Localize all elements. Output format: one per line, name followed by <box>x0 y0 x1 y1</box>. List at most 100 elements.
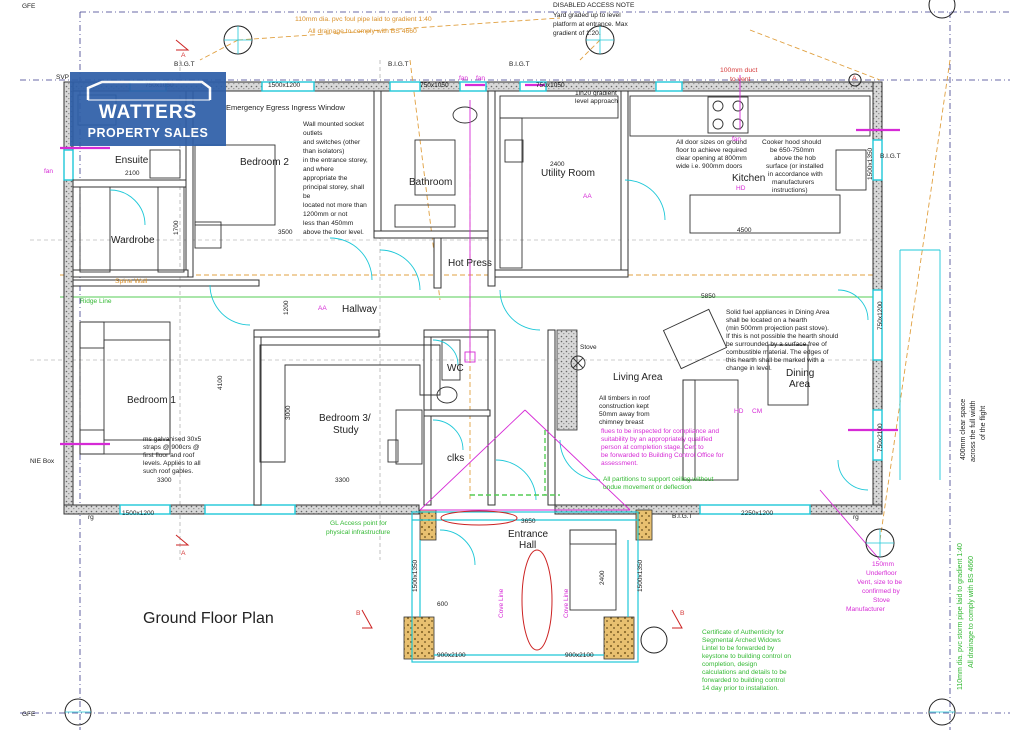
svg-text:calculations and details to be: calculations and details to be <box>702 669 787 676</box>
svg-text:50mm away from: 50mm away from <box>599 411 650 418</box>
duct-note-2: to vent <box>730 76 751 83</box>
chimney-breast <box>556 329 578 431</box>
svg-text:manufacturers: manufacturers <box>772 179 815 186</box>
svg-text:and switches (other: and switches (other <box>303 139 361 146</box>
hd-tag-2: HD <box>734 408 744 415</box>
svg-text:less than 450mm: less than 450mm <box>303 220 354 227</box>
socket-note: Wall mounted socket outlets and switches… <box>303 121 368 236</box>
aa-tag-1: AA <box>583 193 592 200</box>
guide-lines <box>30 60 880 560</box>
svg-text:(min 500mm projection past sto: (min 500mm projection past stove). <box>726 325 829 332</box>
svg-text:If this is not possible the he: If this is not possible the hearth shoul… <box>726 333 838 340</box>
dim-bed3-depth: 3000 <box>285 405 292 420</box>
dim-hall-depth: 1200 <box>283 300 290 315</box>
svg-text:be 650-750mm: be 650-750mm <box>770 147 815 154</box>
svg-text:assessment.: assessment. <box>601 460 638 467</box>
room-label-bedroom2: Bedroom 2 <box>240 157 289 168</box>
dim-bed2-width: 3500 <box>278 229 293 236</box>
aa-tag-2: AA <box>318 305 327 312</box>
svg-text:Segmental Arched Widows: Segmental Arched Widows <box>702 637 781 644</box>
dim-door-left: 900x2100 <box>437 652 466 659</box>
svg-text:400mm clear space: 400mm clear space <box>960 399 967 460</box>
svg-text:instructions): instructions) <box>772 187 808 194</box>
svg-text:surface (or installed: surface (or installed <box>766 163 824 170</box>
svg-text:principal storey, shall: principal storey, shall <box>303 184 365 191</box>
section-markers <box>60 83 900 446</box>
gradient-note-1: 1in20 gradient <box>575 90 617 97</box>
rg-tag-2: rg <box>853 514 859 521</box>
room-label-bedroom1: Bedroom 1 <box>127 395 176 406</box>
svg-text:flues to be inspected for comp: flues to be inspected for compliance and <box>601 428 719 435</box>
svg-text:All drainage to comply with BS: All drainage to comply with BS 4660 <box>968 556 975 668</box>
svg-text:Wall mounted socket: Wall mounted socket <box>303 121 364 128</box>
svg-text:in the entrance storey,: in the entrance storey, <box>303 157 368 164</box>
svg-text:Lintel to be forwarded by: Lintel to be forwarded by <box>702 645 775 652</box>
access-note-4: gradient of 1:20. <box>553 30 601 37</box>
dim-kitchen-window: 1500x1350 <box>867 147 874 180</box>
svg-text:110mm dia. pvc storm pipe laid: 110mm dia. pvc storm pipe laid to gradie… <box>957 543 964 690</box>
drain-note-2: All drainage to comply with BS 4660 <box>308 28 417 35</box>
watters-logo: WATTERS PROPERTY SALES <box>70 72 226 146</box>
bigt-tag-4: B.I.G.T <box>880 153 901 160</box>
svg-text:appropriate the: appropriate the <box>303 175 348 182</box>
svg-text:located not more than: located not more than <box>303 202 367 209</box>
gradient-note-2: level approach <box>575 98 618 105</box>
dim-living-width: 5850 <box>701 293 716 300</box>
dim-porch-window-left: 1500x1350 <box>412 559 419 592</box>
straps-note: ms galvanised 30x5 straps @ 900crs @ fir… <box>143 436 202 475</box>
svg-text:above the hob: above the hob <box>774 155 816 162</box>
section-label-a1: A <box>181 52 186 59</box>
svg-text:be surrounded by a surface fre: be surrounded by a surface free of <box>726 341 827 348</box>
dim-porch-step: 600 <box>437 601 448 608</box>
ridge-line-label: Ridge Line <box>80 298 112 305</box>
certificate-note: Certificate of Authenticity for Segmenta… <box>702 629 791 692</box>
room-label-entrance-line1: Entrance <box>508 529 548 540</box>
svg-text:outlets: outlets <box>303 130 323 137</box>
dim-dining-window: 750x1200 <box>877 301 884 330</box>
svg-text:person at completion stage. Ce: person at completion stage. Cert to <box>601 444 704 451</box>
svg-text:1200mm or not: 1200mm or not <box>303 211 348 218</box>
room-label-ensuite: Ensuite <box>115 155 149 166</box>
cove-line-2: Cove Line <box>563 588 570 618</box>
fan-tag-2: fan <box>459 75 468 82</box>
cm-tag: CM <box>752 408 762 415</box>
rg-tag-1: rg <box>88 514 94 521</box>
svg-text:confirmed by: confirmed by <box>862 588 900 595</box>
svg-text:across the full width: across the full width <box>970 400 977 462</box>
vent-lines <box>419 75 881 561</box>
stove-label: Stove <box>580 344 597 351</box>
svg-text:completion, design: completion, design <box>702 661 757 668</box>
dim-ensuite-width: 2100 <box>125 170 140 177</box>
svg-text:Stove: Stove <box>873 597 890 604</box>
logo-line1: WATTERS <box>98 102 198 123</box>
porch-outline <box>411 511 639 663</box>
svg-text:combustible material. The edg: combustible material. The edges of <box>726 349 829 356</box>
dim-bed1-width: 3300 <box>157 477 172 484</box>
egress-note: Emergency Egress Ingress Window <box>226 103 345 112</box>
bigt-tag-2: B.I.G.T <box>388 61 409 68</box>
section-arrows <box>175 39 683 629</box>
svg-text:such roof gables.: such roof gables. <box>143 468 193 475</box>
bigt-tag-3: B.I.G.T <box>509 61 530 68</box>
svg-text:chimney breast: chimney breast <box>599 419 644 426</box>
room-label-kitchen: Kitchen <box>732 173 765 184</box>
underfloor-vent-note: 150mm Underfloor Vent, size to be confir… <box>846 561 902 613</box>
svg-text:Certificate of Authenticity fo: Certificate of Authenticity for <box>702 629 785 636</box>
svg-text:suitability by an appropriatel: suitability by an appropriately qualifie… <box>601 436 713 443</box>
dim-porch-window-right: 1500x1350 <box>637 559 644 592</box>
room-label-hot-press: Hot Press <box>448 258 492 269</box>
door-sizes-note: All door sizes on ground floor to achiev… <box>675 139 747 170</box>
svg-text:forwarded to building control: forwarded to building control <box>702 677 785 684</box>
svg-text:construction kept: construction kept <box>599 403 649 410</box>
dim-porch-width: 3650 <box>521 518 536 525</box>
svg-text:shall be located on a hearth: shall be located on a hearth <box>726 317 807 324</box>
room-label-bedroom3-line1: Bedroom 3/ <box>319 413 371 424</box>
svg-text:undue movement or deflection: undue movement or deflection <box>603 484 692 491</box>
house-roof-icon <box>86 80 212 101</box>
cove-line-1: Cove Line <box>498 588 505 618</box>
fan-tag-4: fan <box>732 136 741 143</box>
svg-text:Solid fuel appliances in Dinin: Solid fuel appliances in Dining Area <box>726 309 830 316</box>
room-label-bedroom3-line2: Study <box>333 425 359 436</box>
svg-text:All door sizes on ground: All door sizes on ground <box>676 139 747 146</box>
dim-bed1-depth: 4100 <box>217 375 224 390</box>
